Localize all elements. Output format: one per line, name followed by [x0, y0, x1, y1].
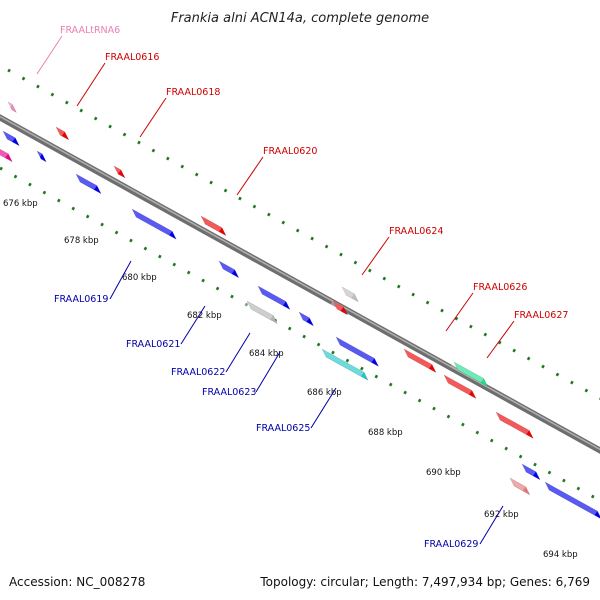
- inner-dotted-track: [0, 166, 600, 503]
- gene-FRAAL0624: [332, 300, 349, 316]
- gene-label-fraal0625: FRAAL0625: [256, 423, 310, 434]
- callout-line-fraal0619: [109, 260, 132, 300]
- kbp-ticks: 676 kbp 678 kbp 680 kbp 682 kbp 684 kbp 686 k…: [3, 199, 578, 560]
- gene-reverse-top: [34, 151, 43, 158]
- kbp-tick-label: 682 kbp: [187, 311, 222, 321]
- gene-features: [0, 101, 600, 519]
- gene-forward-top: [111, 166, 121, 174]
- gene-FRAAL0621-top: [216, 261, 235, 274]
- callout-line-fraal0624: [361, 236, 390, 276]
- gene-FRAAL0622-blue-top: [255, 286, 286, 306]
- callout-line-fraal0616: [76, 62, 106, 107]
- gene-grey: [341, 286, 359, 303]
- gene-FRAAL0625-blue: [335, 336, 380, 367]
- kbp-tick-label: 684 kbp: [249, 349, 284, 359]
- gene-reverse-top: [296, 312, 310, 322]
- gene-FRAAL0626: [403, 348, 437, 374]
- gene-label-fraal0624: FRAAL0624: [389, 226, 443, 237]
- backbone-line: [0, 114, 600, 454]
- gene-forward-top: [493, 412, 530, 435]
- kbp-tick-label: 690 kbp: [426, 468, 461, 478]
- gene-FRAAL0624-top: [330, 301, 344, 311]
- gene-FRAAL0619-region-top: [73, 174, 97, 190]
- genome-summary-text: Topology: circular; Length: 7,497,934 bp…: [259, 575, 590, 589]
- callout-line-fraaltrna6: [36, 35, 63, 75]
- gene-FRAAL0622-top: [244, 301, 274, 320]
- gene-pink-light-top: [507, 478, 526, 491]
- gene-forward: [443, 374, 477, 400]
- callout-line-fraal0627: [486, 320, 515, 359]
- gene-grey-top: [339, 287, 355, 298]
- gene-label-fraal0619: FRAAL0619: [54, 294, 108, 305]
- gene-label-fraal0621: FRAAL0621: [126, 339, 180, 350]
- gene-FRAAL0623: [321, 348, 369, 381]
- callout-line-fraal0629: [479, 505, 504, 545]
- gene-label-fraaltrna6: FRAALtRNA6: [60, 25, 120, 36]
- gene-forward-top: [441, 375, 472, 395]
- gene-reverse: [2, 130, 20, 147]
- outer-dotted-track: [7, 68, 600, 400]
- kbp-tick-label: 688 kbp: [368, 428, 403, 438]
- gene-pink: [0, 148, 13, 163]
- map-title: Frankia alni ACN14a, complete genome: [171, 11, 429, 26]
- gene-label-fraal0622: FRAAL0622: [171, 367, 225, 378]
- gene-FRAAL0627: [453, 361, 489, 388]
- gene-forward: [495, 411, 534, 440]
- gene-FRAAL0619-region: [75, 173, 102, 195]
- gene-label-fraal0627: FRAAL0627: [514, 310, 568, 321]
- gene-label-fraal0626: FRAAL0626: [473, 282, 527, 293]
- kbp-tick-label: 680 kbp: [122, 273, 157, 283]
- callout-line-fraal0625: [310, 387, 337, 429]
- gene-FRAAL0619-top: [129, 209, 173, 236]
- gene-pink-light: [509, 477, 531, 496]
- gene-FRAAL0629: [544, 481, 600, 519]
- gene-label-fraal0618: FRAAL0618: [166, 87, 220, 98]
- gene-reverse: [36, 150, 47, 163]
- callout-line-fraal0621: [180, 305, 206, 345]
- kbp-tick-label: 676 kbp: [3, 199, 38, 209]
- kbp-tick-label: 678 kbp: [64, 236, 99, 246]
- gene-label-fraal0620: FRAAL0620: [263, 146, 317, 157]
- gene-FRAAL0625-blue-top: [333, 337, 375, 363]
- genome-backbone: [0, 114, 600, 454]
- callout-line-fraal0623: [255, 351, 281, 393]
- gene-FRAAL0620: [200, 215, 227, 237]
- gene-pink-top: [0, 149, 9, 158]
- kbp-tick-label: 694 kbp: [543, 550, 578, 560]
- gene-reverse: [298, 311, 315, 327]
- callout-line-fraal0618: [139, 97, 167, 138]
- kbp-tick-label: 692 kbp: [484, 510, 519, 520]
- gene-FRAALtRNA6-top: [5, 102, 13, 109]
- gene-forward: [113, 165, 126, 179]
- gene-FRAAL0627-top: [451, 362, 484, 383]
- gene-FRAAL0629-top: [542, 482, 598, 516]
- gene-FRAALtRNA6: [7, 101, 17, 114]
- callout-line-fraal0622: [225, 332, 251, 373]
- gene-FRAAL0623-top: [319, 349, 364, 377]
- kbp-tick-label: 686 kbp: [307, 388, 342, 398]
- gene-FRAAL0621: [218, 260, 240, 279]
- gene-reverse: [521, 463, 541, 481]
- gene-FRAAL0620-top: [198, 216, 222, 232]
- gene-FRAAL0622-blue: [257, 285, 291, 311]
- callout-line-fraal0620: [236, 156, 264, 196]
- callout-line-fraal0626: [445, 292, 474, 332]
- gene-forward: [55, 126, 70, 141]
- accession-text: Accession: NC_008278: [9, 575, 145, 589]
- backbone-highlight: [0, 115, 600, 451]
- gene-forward-top: [53, 127, 65, 136]
- gene-callouts: FRAALtRNA6FRAAL0616FRAAL0618FRAAL0620FRA…: [36, 25, 568, 550]
- gene-FRAAL0626-top: [401, 349, 432, 369]
- gene-label-fraal0616: FRAAL0616: [105, 52, 159, 63]
- gene-FRAAL0622: [246, 300, 278, 325]
- gene-label-fraal0623: FRAAL0623: [202, 387, 256, 398]
- gene-reverse-top: [0, 131, 16, 142]
- gene-label-fraal0629: FRAAL0629: [424, 539, 478, 550]
- gene-reverse-top: [519, 464, 536, 476]
- gene-FRAAL0619: [131, 208, 177, 240]
